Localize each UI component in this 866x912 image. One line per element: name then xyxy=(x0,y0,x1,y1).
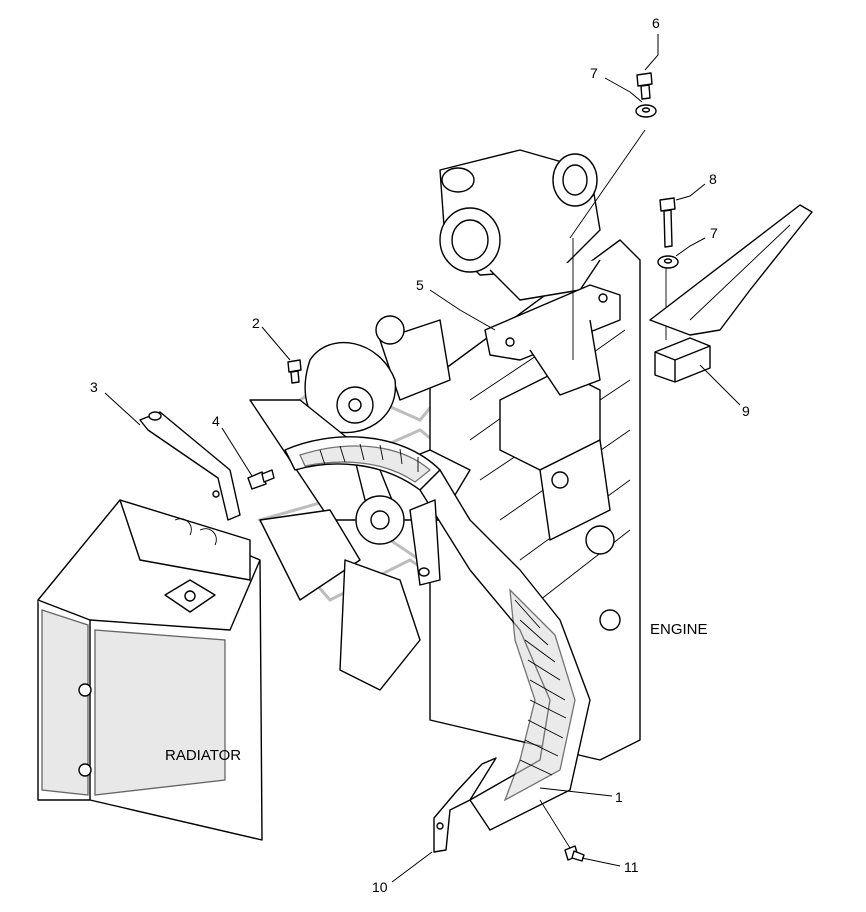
engine-label: ENGINE xyxy=(650,621,708,638)
bracket-part-3 xyxy=(139,411,241,521)
callout-1: 1 xyxy=(615,789,623,805)
bolt-part-2 xyxy=(287,359,302,384)
callout-9: 9 xyxy=(742,403,750,419)
fan-shroud-part-1 xyxy=(284,436,591,831)
washer-part-7-lower xyxy=(657,255,679,269)
bolt-part-8 xyxy=(659,197,676,248)
radiator-assembly xyxy=(37,499,263,841)
bolt-part-11 xyxy=(564,845,585,862)
engine-mount-arm xyxy=(649,204,813,336)
callout-7-lower: 7 xyxy=(710,225,718,241)
callout-4: 4 xyxy=(212,413,220,429)
callout-11: 11 xyxy=(624,859,639,875)
washer-part-7-upper xyxy=(635,104,657,118)
callout-10: 10 xyxy=(372,879,388,895)
bolt-part-6 xyxy=(636,72,653,100)
radiator-label: RADIATOR xyxy=(165,747,241,764)
bracket-part-5 xyxy=(484,129,646,396)
callout-5: 5 xyxy=(416,277,424,293)
callout-6: 6 xyxy=(652,15,660,31)
callout-8: 8 xyxy=(709,171,717,187)
callout-3: 3 xyxy=(90,379,98,395)
bracket-part-10 xyxy=(433,757,497,853)
leader-lines xyxy=(104,34,741,883)
callout-numbers: 1 2 3 4 5 6 7 7 8 9 10 11 xyxy=(90,15,750,895)
callout-7-upper: 7 xyxy=(590,65,598,81)
bolt-part-4 xyxy=(247,469,275,490)
turbocharger xyxy=(439,149,601,301)
spacer-block-part-9 xyxy=(654,268,711,383)
callout-2: 2 xyxy=(252,315,260,331)
